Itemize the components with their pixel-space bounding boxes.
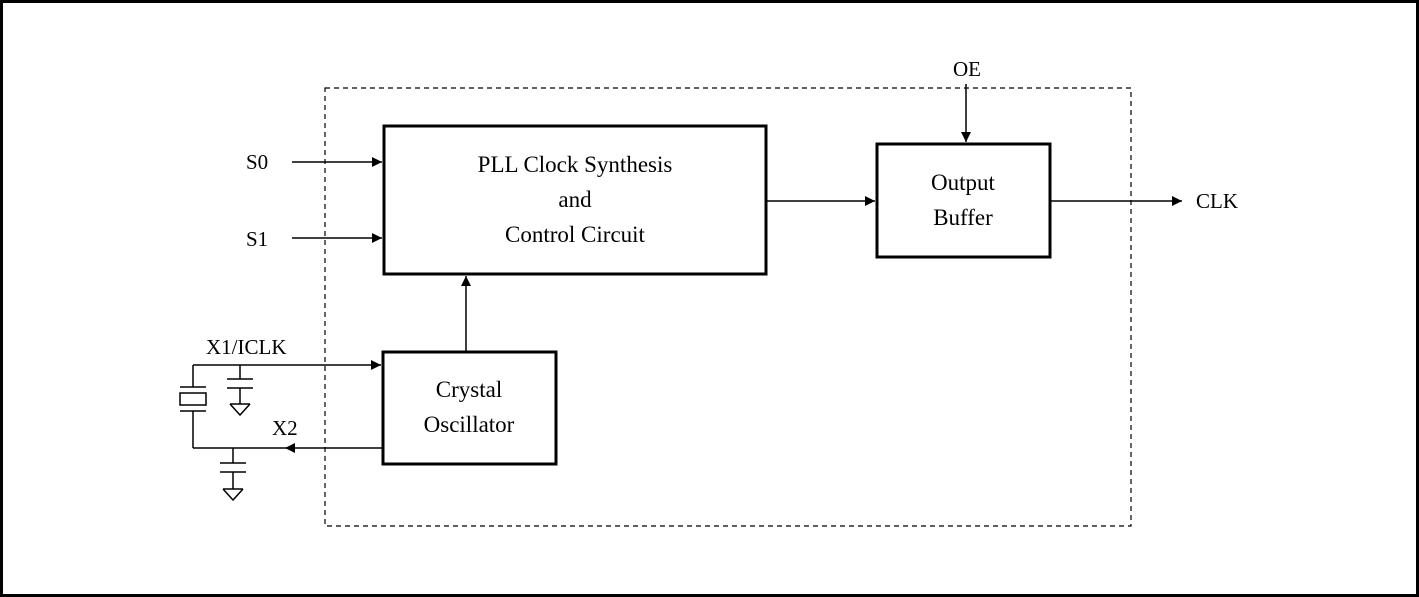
output-buffer-block: Output Buffer: [875, 142, 1052, 259]
pll-label-line2: and: [558, 187, 592, 212]
pll-label-line1: PLL Clock Synthesis: [478, 152, 673, 177]
output-buffer-label-line2: Buffer: [933, 205, 993, 230]
crystal-icon: [179, 365, 207, 448]
pin-oe-label: OE: [953, 57, 981, 81]
x1-capacitor-icon: [227, 365, 253, 404]
pin-x2-label: X2: [272, 416, 298, 440]
chip-boundary: [324, 87, 1132, 527]
pll-box: [382, 124, 768, 276]
output-buffer-box: [875, 142, 1052, 259]
output-buffer-label-line1: Output: [931, 170, 996, 195]
x2-ground-icon: [222, 488, 244, 502]
pin-s1-label: S1: [246, 227, 268, 251]
crystal-oscillator-label-line1: Crystal: [436, 377, 502, 402]
pll-label-line3: Control Circuit: [505, 222, 646, 247]
pin-s0-label: S0: [246, 150, 268, 174]
crystal-oscillator-block: Crystal Oscillator: [381, 350, 558, 466]
crystal-oscillator-label-line2: Oscillator: [424, 412, 515, 437]
crystal-oscillator-box: [381, 350, 558, 466]
pin-x1-label: X1/ICLK: [206, 335, 287, 359]
pll-block: PLL Clock Synthesis and Control Circuit: [382, 124, 768, 276]
x2-capacitor-icon: [220, 448, 246, 489]
pin-clk-label: CLK: [1196, 189, 1238, 213]
x1-ground-icon: [229, 403, 251, 417]
